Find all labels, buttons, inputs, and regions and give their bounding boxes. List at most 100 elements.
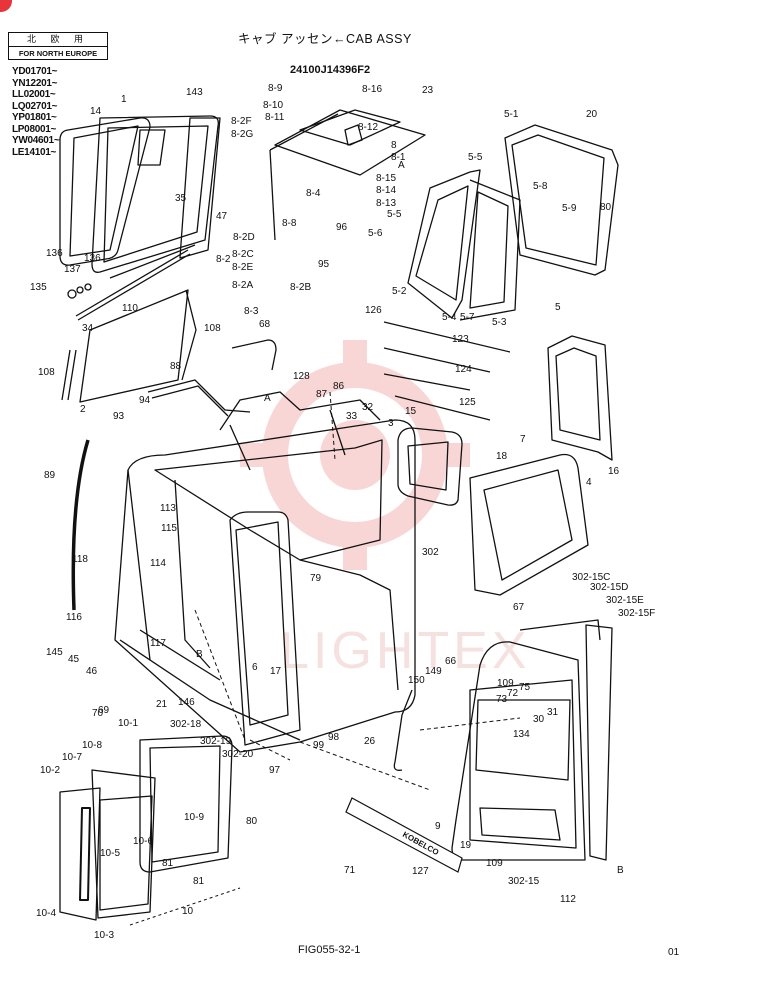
part-callout-302: 302 [422,547,439,558]
part-callout-302-20: 302-20 [222,749,254,760]
part-callout-72: 72 [507,688,519,699]
part-callout-5-9: 5-9 [562,203,577,214]
part-callout-99: 99 [313,740,325,751]
part-callout-67: 67 [513,602,525,613]
part-callout-127: 127 [412,866,429,877]
region-label-en: FOR NORTH EUROPE [18,49,98,58]
part-callout-46: 46 [86,666,98,677]
part-callout-93: 93 [113,411,125,422]
part-callout-26: 26 [364,736,376,747]
part-callout-17: 17 [270,666,282,677]
part-callout-149: 149 [425,666,442,677]
serial-number: YP01801~ [12,112,57,123]
part-callout-112: 112 [560,894,576,905]
part-callout-2: 2 [80,404,86,415]
part-callout-71: 71 [344,865,356,876]
part-callout-8-13: 8-13 [376,198,396,209]
part-callout-10-3: 10-3 [94,930,114,941]
part-callout-8-2b: 8-2B [290,282,311,293]
part-callout-8-4: 8-4 [306,188,321,199]
serial-number-list: YD01701~ YN12201~ LL02001~ LQ02701~ YP01… [12,66,60,158]
part-callout-302-15f: 302-15F [618,608,655,619]
part-callout-23: 23 [422,85,434,96]
part-callout-8-3: 8-3 [244,306,259,317]
part-callout-8-12: 8-12 [358,122,378,133]
part-callout-10-4: 10-4 [36,908,56,919]
part-callout-34: 34 [82,323,94,334]
serial-number: LQ02701~ [12,100,58,112]
part-callout-b2: B [617,865,624,876]
part-callout-8-14: 8-14 [376,185,396,196]
part-callout-68: 68 [259,319,271,330]
part-callout-81b: 81 [193,876,205,887]
part-callout-5-8: 5-8 [533,181,548,192]
part-callout-110: 110 [122,303,138,314]
part-callout-10-2: 10-2 [40,765,60,776]
part-callout-5-2: 5-2 [392,286,407,297]
part-callout-146: 146 [178,697,195,708]
part-callout-5: 5 [555,302,561,313]
part-callout-32: 32 [362,402,374,413]
part-callout-302-15: 302-15 [508,876,540,887]
part-callout-10-8: 10-8 [82,740,102,751]
part-callout-114: 114 [150,558,166,569]
part-callout-5-4: 5-4 [442,312,457,323]
part-callout-20: 20 [586,109,598,120]
part-callout-15: 15 [405,406,417,417]
part-callout-108b: 108 [38,367,55,378]
part-callout-8-8: 8-8 [282,218,297,229]
part-callout-143: 143 [186,87,203,98]
part-callout-136a: 136 [46,248,63,259]
part-callout-4: 4 [586,477,592,488]
part-callout-1: 1 [121,94,127,105]
part-callout-8-2d: 8-2D [233,232,255,243]
part-callout-8-2c: 8-2C [232,249,254,260]
part-callout-66: 66 [445,656,457,667]
part-callout-302-15d: 302-15D [590,582,628,593]
watermark: LIGHTEX [240,340,531,680]
part-callout-5-7: 5-7 [460,312,475,323]
part-callout-117: 117 [150,638,166,649]
part-callout-95: 95 [318,259,330,270]
part-callout-87: 87 [316,389,328,400]
watermark-text: LIGHTEX [280,622,531,680]
part-callout-a1: A [398,160,405,171]
part-callout-302-15c: 302-15C [572,572,610,583]
part-callout-10-1: 10-1 [118,718,138,729]
serial-number: LL02001~ [12,89,56,100]
part-callout-6: 6 [252,662,258,673]
part-callout-109b: 109 [486,858,503,869]
part-callout-69: 69 [98,705,110,716]
part-callout-10: 10 [182,906,194,917]
part-callout-9: 9 [435,821,441,832]
part-callout-b1: B [196,649,203,660]
brand-plate: KOBELCO [345,797,463,873]
part-callout-a2: A [264,393,271,404]
part-callout-123: 123 [452,334,469,345]
part-callout-8-9: 8-9 [268,83,283,94]
part-callout-86: 86 [333,381,345,392]
part-callout-45: 45 [68,654,80,665]
part-callout-5-5a: 5-5 [468,152,483,163]
part-callout-5-5b: 5-5 [387,209,402,220]
part-callout-5-3: 5-3 [492,317,507,328]
part-callout-18: 18 [496,451,508,462]
part-callout-21: 21 [156,699,168,710]
part-callout-97: 97 [269,765,281,776]
part-callout-94: 94 [139,395,151,406]
part-callout-89: 89 [44,470,56,481]
part-callout-7: 7 [520,434,526,445]
part-callout-80a: 80 [600,202,612,213]
part-callout-35: 35 [175,193,187,204]
part-callout-16: 16 [608,466,620,477]
page-code: 01 [668,947,680,958]
serial-number: YN12201~ [12,77,58,89]
part-callout-118: 118 [72,554,88,565]
part-callout-115: 115 [161,523,177,534]
part-callout-98: 98 [328,732,340,743]
part-callout-8: 8 [391,140,397,151]
part-callout-126: 126 [365,305,382,316]
part-callout-302-15e: 302-15E [606,595,644,606]
part-callout-8-2: 8-2 [216,254,231,265]
